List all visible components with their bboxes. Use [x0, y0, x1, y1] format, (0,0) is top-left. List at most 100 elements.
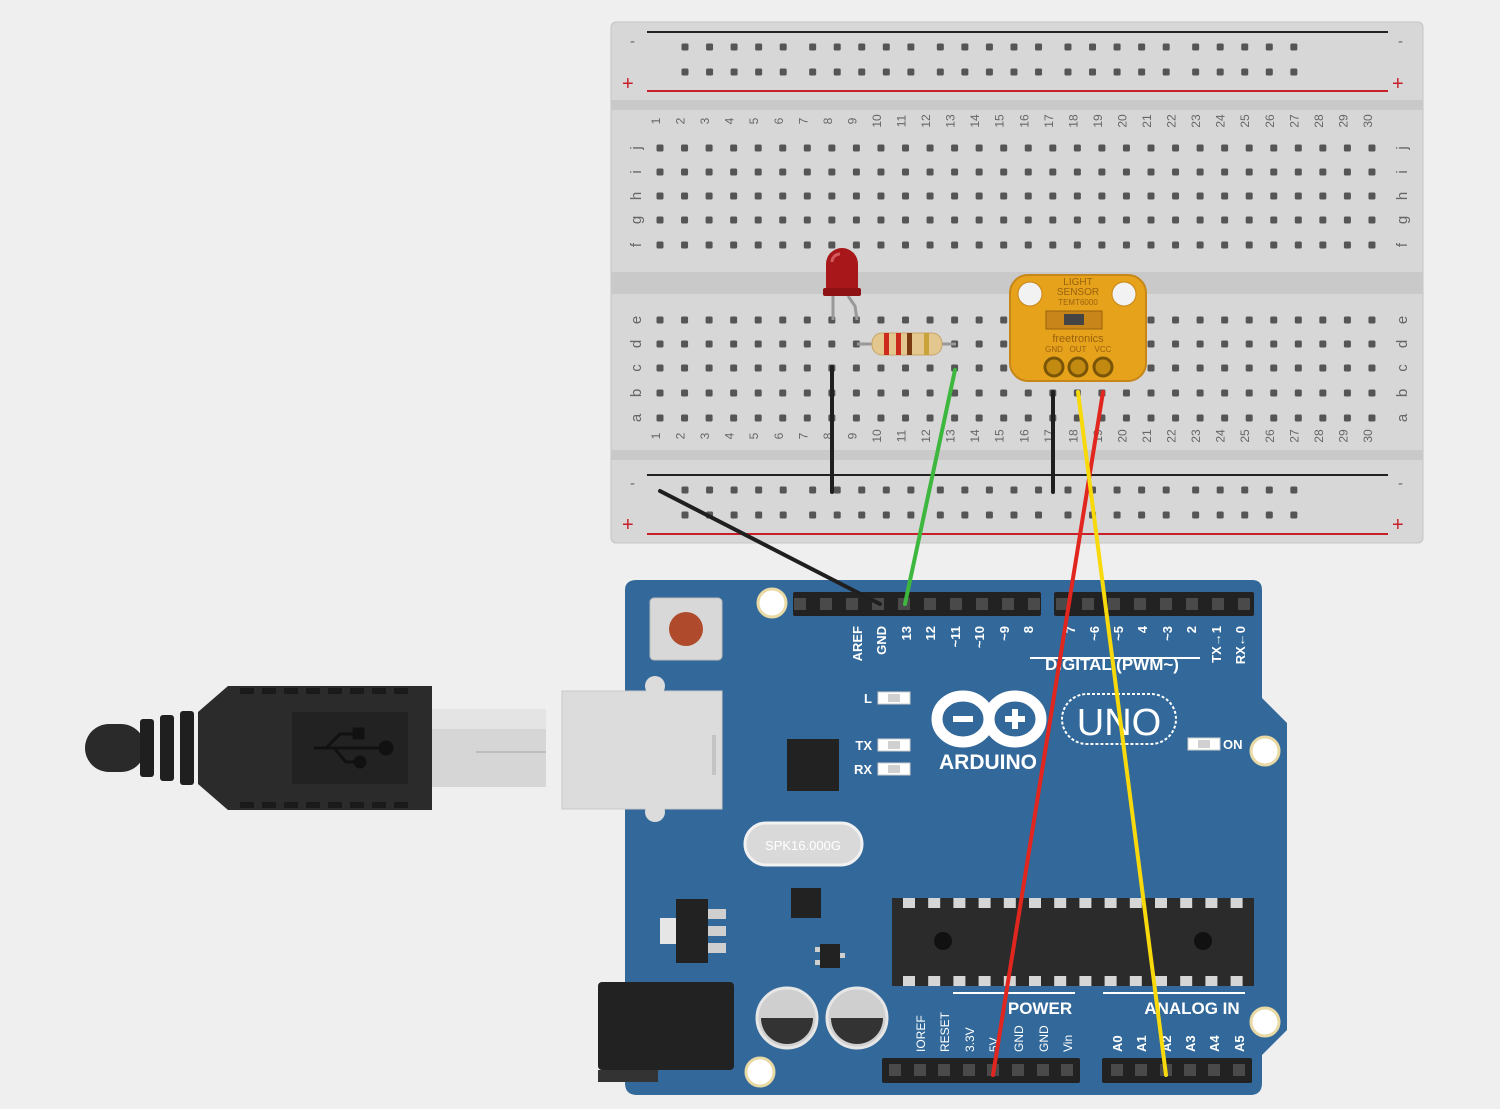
breadboard-hole[interactable] [730, 364, 738, 372]
breadboard-hole[interactable] [754, 389, 762, 397]
breadboard-hole[interactable] [1221, 168, 1229, 176]
breadboard-hole[interactable] [1122, 241, 1130, 249]
breadboard-hole[interactable] [1196, 144, 1204, 152]
breadboard-hole[interactable] [1319, 340, 1327, 348]
breadboard-hole[interactable] [779, 144, 787, 152]
rail-hole[interactable] [1113, 511, 1121, 519]
breadboard-hole[interactable] [1294, 414, 1302, 422]
rail-hole[interactable] [833, 486, 841, 494]
breadboard-hole[interactable] [1000, 192, 1008, 200]
rail-hole[interactable] [1010, 511, 1018, 519]
breadboard-hole[interactable] [828, 168, 836, 176]
breadboard-hole[interactable] [1221, 241, 1229, 249]
breadboard-hole[interactable] [1196, 216, 1204, 224]
rail-hole[interactable] [809, 486, 817, 494]
breadboard-hole[interactable] [1000, 144, 1008, 152]
breadboard-hole[interactable] [1343, 389, 1351, 397]
breadboard-hole[interactable] [656, 216, 664, 224]
sensor-pin-gnd[interactable] [1043, 356, 1065, 378]
breadboard-hole[interactable] [1368, 192, 1376, 200]
rail-hole[interactable] [985, 511, 993, 519]
rail-hole[interactable] [1113, 43, 1121, 51]
breadboard-hole[interactable] [828, 216, 836, 224]
breadboard-hole[interactable] [1368, 364, 1376, 372]
breadboard-hole[interactable] [951, 389, 959, 397]
rail-hole[interactable] [833, 68, 841, 76]
rail-hole[interactable] [1035, 511, 1043, 519]
breadboard-hole[interactable] [852, 389, 860, 397]
breadboard-hole[interactable] [828, 241, 836, 249]
breadboard-hole[interactable] [1147, 241, 1155, 249]
breadboard-hole[interactable] [1319, 241, 1327, 249]
breadboard-hole[interactable] [779, 414, 787, 422]
rail-hole[interactable] [936, 43, 944, 51]
wire-pin13-to-resistor[interactable] [903, 368, 957, 606]
breadboard-hole[interactable] [1172, 168, 1180, 176]
breadboard-hole[interactable] [852, 144, 860, 152]
rail-hole[interactable] [907, 43, 915, 51]
rail-hole[interactable] [730, 486, 738, 494]
breadboard-hole[interactable] [877, 414, 885, 422]
breadboard-hole[interactable] [1122, 168, 1130, 176]
breadboard-hole[interactable] [730, 316, 738, 324]
rail-hole[interactable] [1064, 511, 1072, 519]
breadboard-hole[interactable] [902, 216, 909, 224]
header-socket[interactable] [1061, 1064, 1073, 1076]
header-socket[interactable] [1238, 598, 1250, 610]
rail-hole[interactable] [833, 511, 841, 519]
sensor-pin-vcc[interactable] [1092, 356, 1114, 378]
breadboard-hole[interactable] [951, 414, 959, 422]
rail-hole[interactable] [1265, 486, 1273, 494]
breadboard-hole[interactable] [1319, 389, 1327, 397]
rail-hole[interactable] [1241, 68, 1249, 76]
reset-button[interactable] [669, 612, 703, 646]
breadboard-hole[interactable] [730, 241, 738, 249]
breadboard-hole[interactable] [1319, 216, 1327, 224]
rail-hole[interactable] [1216, 43, 1224, 51]
rail-hole[interactable] [858, 43, 866, 51]
breadboard-hole[interactable] [1368, 389, 1376, 397]
rail-hole[interactable] [1241, 486, 1249, 494]
breadboard-hole[interactable] [656, 192, 664, 200]
header-socket[interactable] [1108, 598, 1120, 610]
breadboard-hole[interactable] [1270, 340, 1278, 348]
breadboard-hole[interactable] [902, 414, 909, 422]
breadboard-hole[interactable] [852, 216, 860, 224]
breadboard-hole[interactable] [1245, 316, 1253, 324]
header-socket[interactable] [1134, 598, 1146, 610]
rail-hole[interactable] [730, 43, 738, 51]
breadboard-hole[interactable] [803, 168, 811, 176]
breadboard-hole[interactable] [1368, 241, 1376, 249]
breadboard-hole[interactable] [1024, 241, 1032, 249]
rail-hole[interactable] [907, 68, 915, 76]
header-socket[interactable] [1135, 1064, 1147, 1076]
breadboard-hole[interactable] [803, 192, 811, 200]
breadboard-hole[interactable] [1147, 192, 1155, 200]
breadboard-hole[interactable] [779, 364, 787, 372]
breadboard-hole[interactable] [877, 168, 885, 176]
breadboard-hole[interactable] [1049, 241, 1057, 249]
breadboard-hole[interactable] [852, 340, 860, 348]
breadboard-hole[interactable] [1147, 168, 1155, 176]
breadboard-hole[interactable] [877, 192, 885, 200]
rail-hole[interactable] [961, 68, 969, 76]
breadboard-hole[interactable] [828, 144, 836, 152]
header-socket[interactable] [1028, 598, 1040, 610]
breadboard-hole[interactable] [1049, 144, 1057, 152]
breadboard-hole[interactable] [975, 192, 983, 200]
breadboard-hole[interactable] [1221, 192, 1229, 200]
breadboard-hole[interactable] [1245, 144, 1253, 152]
header-socket[interactable] [950, 598, 962, 610]
breadboard-hole[interactable] [681, 389, 689, 397]
rail-hole[interactable] [858, 511, 866, 519]
rail-hole[interactable] [907, 511, 915, 519]
breadboard-hole[interactable] [1098, 241, 1106, 249]
header-socket[interactable] [963, 1064, 975, 1076]
breadboard-hole[interactable] [1221, 216, 1229, 224]
header-socket[interactable] [889, 1064, 901, 1076]
breadboard-hole[interactable] [975, 144, 983, 152]
breadboard-hole[interactable] [730, 414, 738, 422]
breadboard-hole[interactable] [1343, 364, 1351, 372]
breadboard-hole[interactable] [951, 144, 959, 152]
breadboard-hole[interactable] [730, 216, 738, 224]
